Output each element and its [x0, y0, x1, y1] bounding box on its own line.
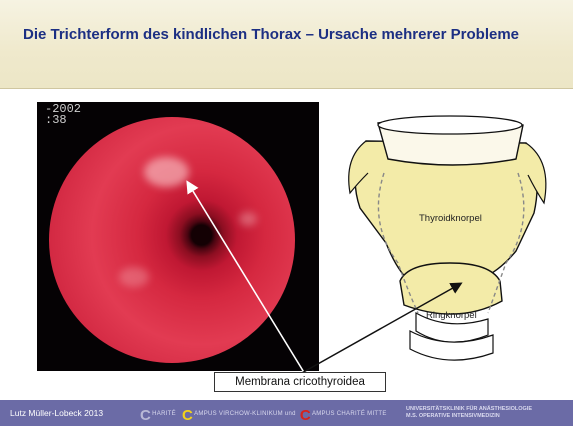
footer-department: UNIVERSITÄTSKLINIK FÜR ANÄSTHESIOLOGIE M… — [406, 406, 532, 420]
footer-campus-virchow: AMPUS VIRCHOW-KLINIKUM und — [194, 411, 296, 417]
label-thyroid-cartilage: Thyroidknorpel — [419, 213, 482, 224]
footer-charite-text: HARITÉ — [152, 411, 176, 417]
title-bar: Die Trichterform des kindlichen Thorax –… — [0, 0, 573, 89]
mucosa-highlight — [239, 212, 257, 226]
endoscopy-photo: -2002 :38 — [37, 102, 319, 371]
endoscope-view — [49, 117, 295, 363]
footer-bar: Lutz Müller-Lobeck 2013 C HARITÉ C AMPUS… — [0, 400, 573, 426]
laryngeal-inlet-rim — [378, 116, 522, 134]
footer-campus-logo: C HARITÉ C AMPUS VIRCHOW-KLINIKUM und C … — [140, 406, 387, 422]
footer-author: Lutz Müller-Lobeck 2013 — [10, 408, 103, 418]
campus-c-glyph: C — [300, 407, 311, 424]
label-cricoid-cartilage: Ringknorpel — [426, 310, 477, 321]
footer-department-line1: UNIVERSITÄTSKLINIK FÜR ANÄSTHESIOLOGIE — [406, 406, 532, 413]
charite-c-glyph: C — [140, 407, 151, 424]
larynx-diagram — [338, 113, 568, 373]
mucosa-highlight — [119, 267, 149, 287]
slide-title: Die Trichterform des kindlichen Thorax –… — [23, 26, 553, 44]
callout-label: Membrana cricothyroidea — [214, 372, 386, 392]
footer-campus-mitte: AMPUS CHARITÉ MITTE — [312, 411, 387, 417]
photo-overlay-text: -2002 :38 — [45, 104, 81, 126]
campus-c-glyph: C — [182, 407, 193, 424]
osd-line-2: :38 — [45, 113, 67, 127]
footer-department-line2: M.S. OPERATIVE INTENSIVMEDIZIN — [406, 413, 532, 420]
mucosa-highlight — [144, 157, 189, 187]
